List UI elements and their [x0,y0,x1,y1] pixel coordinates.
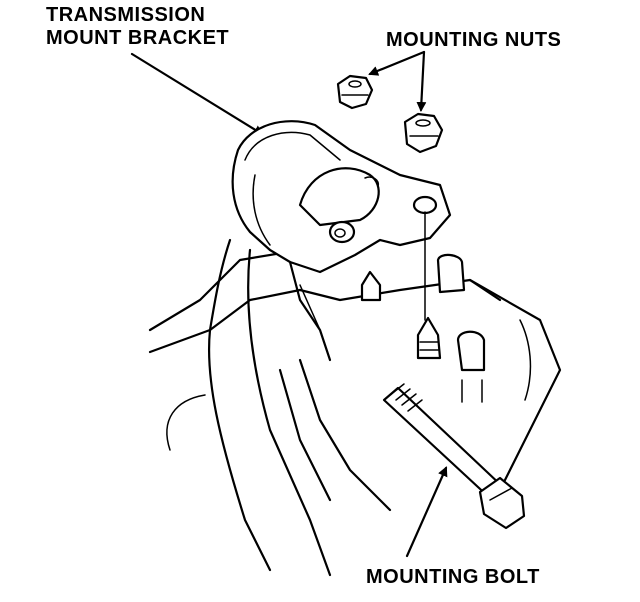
bolt-leader-arrow [405,466,448,558]
label-line-1: TRANSMISSION [46,4,206,26]
mounting-nuts-label: MOUNTING NUTS [386,29,562,51]
mounting-nut-2 [403,112,444,154]
bracket-leader-arrow [130,52,264,136]
stud-1 [360,270,382,302]
mounting-bolt [382,383,526,530]
bracket-hole [328,220,356,244]
studs [360,253,486,403]
transmission-mount-bracket [231,120,452,362]
stud-2 [416,316,442,360]
guide-lines [299,211,426,331]
stud-4 [436,253,466,294]
transmission-housing [148,238,562,577]
mounting-nut-1 [336,74,374,110]
leader-lines [130,50,448,558]
mounting-bolt-label: MOUNTING BOLT [366,566,540,588]
nut-leader-arrow-down [416,50,427,112]
transmission-mount-bracket-label: TRANSMISSION MOUNT BRACKET [46,4,229,50]
stud-3 [456,330,486,372]
bracket-stud-hole [412,195,438,215]
label-line-2: MOUNT BRACKET [46,27,230,49]
bolt-head [478,476,526,530]
nut-leader-arrow-left [368,50,426,76]
